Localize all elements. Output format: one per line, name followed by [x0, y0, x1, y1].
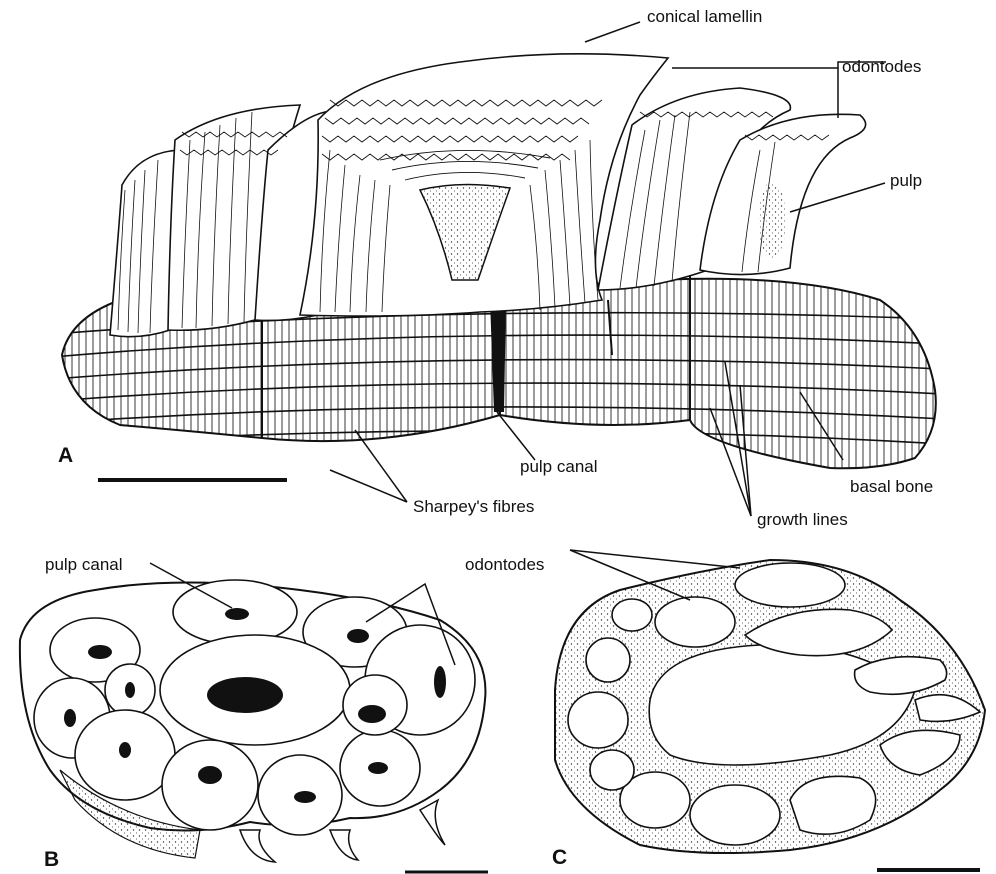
odontode-c-2 — [735, 563, 845, 607]
odontode-c-10 — [590, 750, 634, 790]
label-odontodes-c: odontodes — [465, 555, 544, 574]
label-basal-bone: basal bone — [850, 477, 933, 496]
odontode-c-13 — [612, 599, 652, 631]
label-sharpeys-fibres: Sharpey's fibres — [413, 497, 534, 516]
panel-c-letter: C — [552, 846, 567, 869]
label-pulp: pulp — [890, 171, 922, 190]
panel-a-letter: A — [58, 444, 73, 467]
panel-b-drawing — [20, 580, 488, 872]
panel-b-letter: B — [44, 848, 59, 871]
panel-c-drawing — [555, 560, 985, 870]
odontode-c-12 — [586, 638, 630, 682]
odontode-c-11 — [568, 692, 628, 748]
odontode-c-1 — [655, 597, 735, 647]
label-conical-lamellin: conical lamellin — [647, 7, 762, 26]
pulp-area — [758, 182, 786, 258]
label-odontodes-a: odontodes — [842, 57, 921, 76]
label-growth-lines: growth lines — [757, 510, 848, 529]
label-pulp-canal-b: pulp canal — [45, 555, 123, 574]
odontode-c-8 — [690, 785, 780, 845]
odontode-b-8 — [162, 740, 258, 830]
odontode-b-11 — [343, 675, 407, 735]
label-pulp-canal-a: pulp canal — [520, 457, 598, 476]
